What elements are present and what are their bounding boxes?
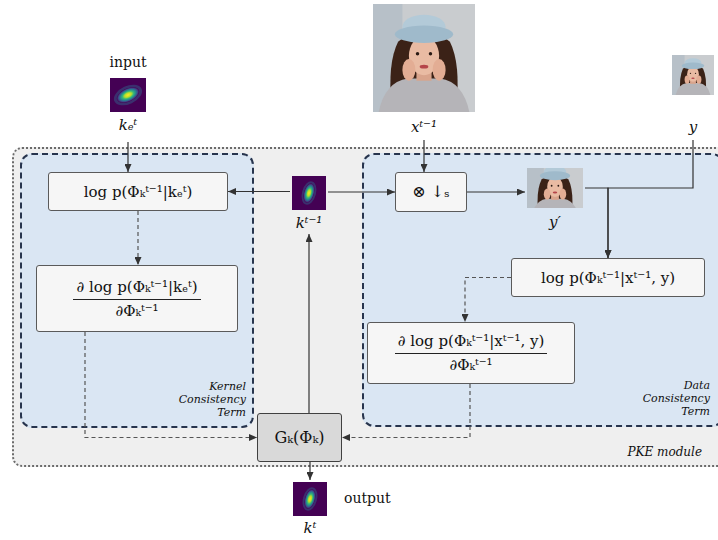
- kernel-generator-box: Gₖ(Φₖ): [257, 413, 342, 462]
- kernel-prior-box: log p(Φₖᵗ⁻¹|kₑᵗ): [48, 172, 228, 211]
- text-anchor: PKE module: [627, 441, 702, 460]
- node-label: y: [689, 118, 697, 136]
- text-anchor: output: [344, 488, 391, 507]
- formula-text: ∂Φₖᵗ⁻¹: [115, 302, 158, 320]
- fraction-bar: [73, 299, 200, 300]
- text-anchor: kₑᵗ: [100, 115, 156, 134]
- reblurred-image: y′: [525, 166, 585, 233]
- kernel-blob: [303, 488, 318, 510]
- node-label: xᵗ⁻¹: [411, 118, 437, 136]
- text-stack: ∂ log p(Φₖᵗ⁻¹|kₑᵗ) ∂Φₖᵗ⁻¹: [37, 266, 237, 331]
- text-stack: log p(Φₖᵗ⁻¹|xᵗ⁻¹, y): [512, 259, 704, 296]
- blurry-image-input: xᵗ⁻¹: [373, 4, 475, 140]
- node-label: Kernel Consistency Term: [164, 380, 246, 420]
- low-res-photo: [672, 54, 714, 96]
- text-anchor: kᵗ⁻¹: [290, 213, 328, 232]
- formula-text: Gₖ(Φₖ): [274, 428, 324, 447]
- text-stack: ⊗ ↓ₛ: [396, 173, 466, 211]
- formula-text: ∂ log p(Φₖᵗ⁻¹|xᵗ⁻¹, y): [398, 332, 545, 350]
- kernel-blob: [114, 84, 141, 106]
- formula-text: log p(Φₖᵗ⁻¹|xᵗ⁻¹, y): [541, 269, 675, 287]
- kernel-halo: [111, 81, 146, 110]
- formula-text: ∂ log p(Φₖᵗ⁻¹|kₑᵗ): [76, 278, 197, 296]
- blurry-photo: [370, 4, 478, 112]
- text-anchor: Data Consistency Term: [628, 379, 710, 419]
- text-anchor: y: [672, 117, 714, 136]
- node-label: kᵗ: [304, 519, 317, 537]
- text-anchor: kᵗ: [290, 518, 330, 537]
- data-gradient-box: ∂ log p(Φₖᵗ⁻¹|xᵗ⁻¹, y) ∂Φₖᵗ⁻¹: [367, 322, 575, 384]
- kernel-halo: [300, 486, 320, 513]
- degradation-box: ⊗ ↓ₛ: [395, 172, 467, 212]
- text-anchor: y′: [525, 212, 585, 231]
- kernel-estimate: kᵗ⁻¹: [290, 174, 328, 234]
- node-label: Data Consistency Term: [628, 379, 710, 419]
- data-likelihood-box: log p(Φₖᵗ⁻¹|xᵗ⁻¹, y): [511, 258, 705, 297]
- node-label: kₑᵗ: [119, 116, 138, 134]
- formula-text: ⊗ ↓ₛ: [412, 182, 449, 201]
- node-label: y′: [549, 213, 561, 231]
- input-kernel: input kₑᵗ: [100, 52, 156, 142]
- text-anchor: xᵗ⁻¹: [373, 117, 475, 136]
- pke-module: log p(Φₖᵗ⁻¹|kₑᵗ) ∂ log p(Φₖᵗ⁻¹|kₑᵗ) ∂Φₖᵗ⁻¹…: [12, 147, 718, 467]
- node-label: kᵗ⁻¹: [296, 214, 323, 232]
- kernel-consistency-region: log p(Φₖᵗ⁻¹|kₑᵗ) ∂ log p(Φₖᵗ⁻¹|kₑᵗ) ∂Φₖᵗ⁻¹…: [20, 153, 254, 428]
- kernel-image: [293, 482, 327, 516]
- kernel-background: [110, 78, 146, 112]
- formula-text: ∂Φₖᵗ⁻¹: [449, 356, 492, 374]
- kernel-gradient-box: ∂ log p(Φₖᵗ⁻¹|kₑᵗ) ∂Φₖᵗ⁻¹: [36, 265, 238, 332]
- node-label: output: [344, 490, 391, 507]
- node-label: PKE module: [627, 445, 702, 459]
- fraction-bar: [395, 353, 548, 354]
- formula-text: log p(Φₖᵗ⁻¹|kₑᵗ): [84, 183, 193, 201]
- text-stack: ∂ log p(Φₖᵗ⁻¹|xᵗ⁻¹, y) ∂Φₖᵗ⁻¹: [368, 323, 574, 383]
- data-consistency-region: ⊗ ↓ₛ y′ log p(Φₖᵗ⁻¹|xᵗ⁻¹, y) ∂ log p(Φₖᵗ⁻¹|…: [362, 153, 718, 427]
- text-anchor: input: [100, 52, 156, 71]
- low-res-image-input: y: [672, 55, 714, 140]
- kernel-image: [110, 78, 146, 112]
- text-stack: Gₖ(Φₖ): [258, 414, 341, 461]
- kernel-background: [293, 482, 327, 516]
- output-kernel: output kᵗ: [290, 480, 390, 538]
- text-anchor: Kernel Consistency Term: [164, 380, 246, 420]
- text-stack: log p(Φₖᵗ⁻¹|kₑᵗ): [49, 173, 227, 210]
- node-label: input: [109, 54, 146, 71]
